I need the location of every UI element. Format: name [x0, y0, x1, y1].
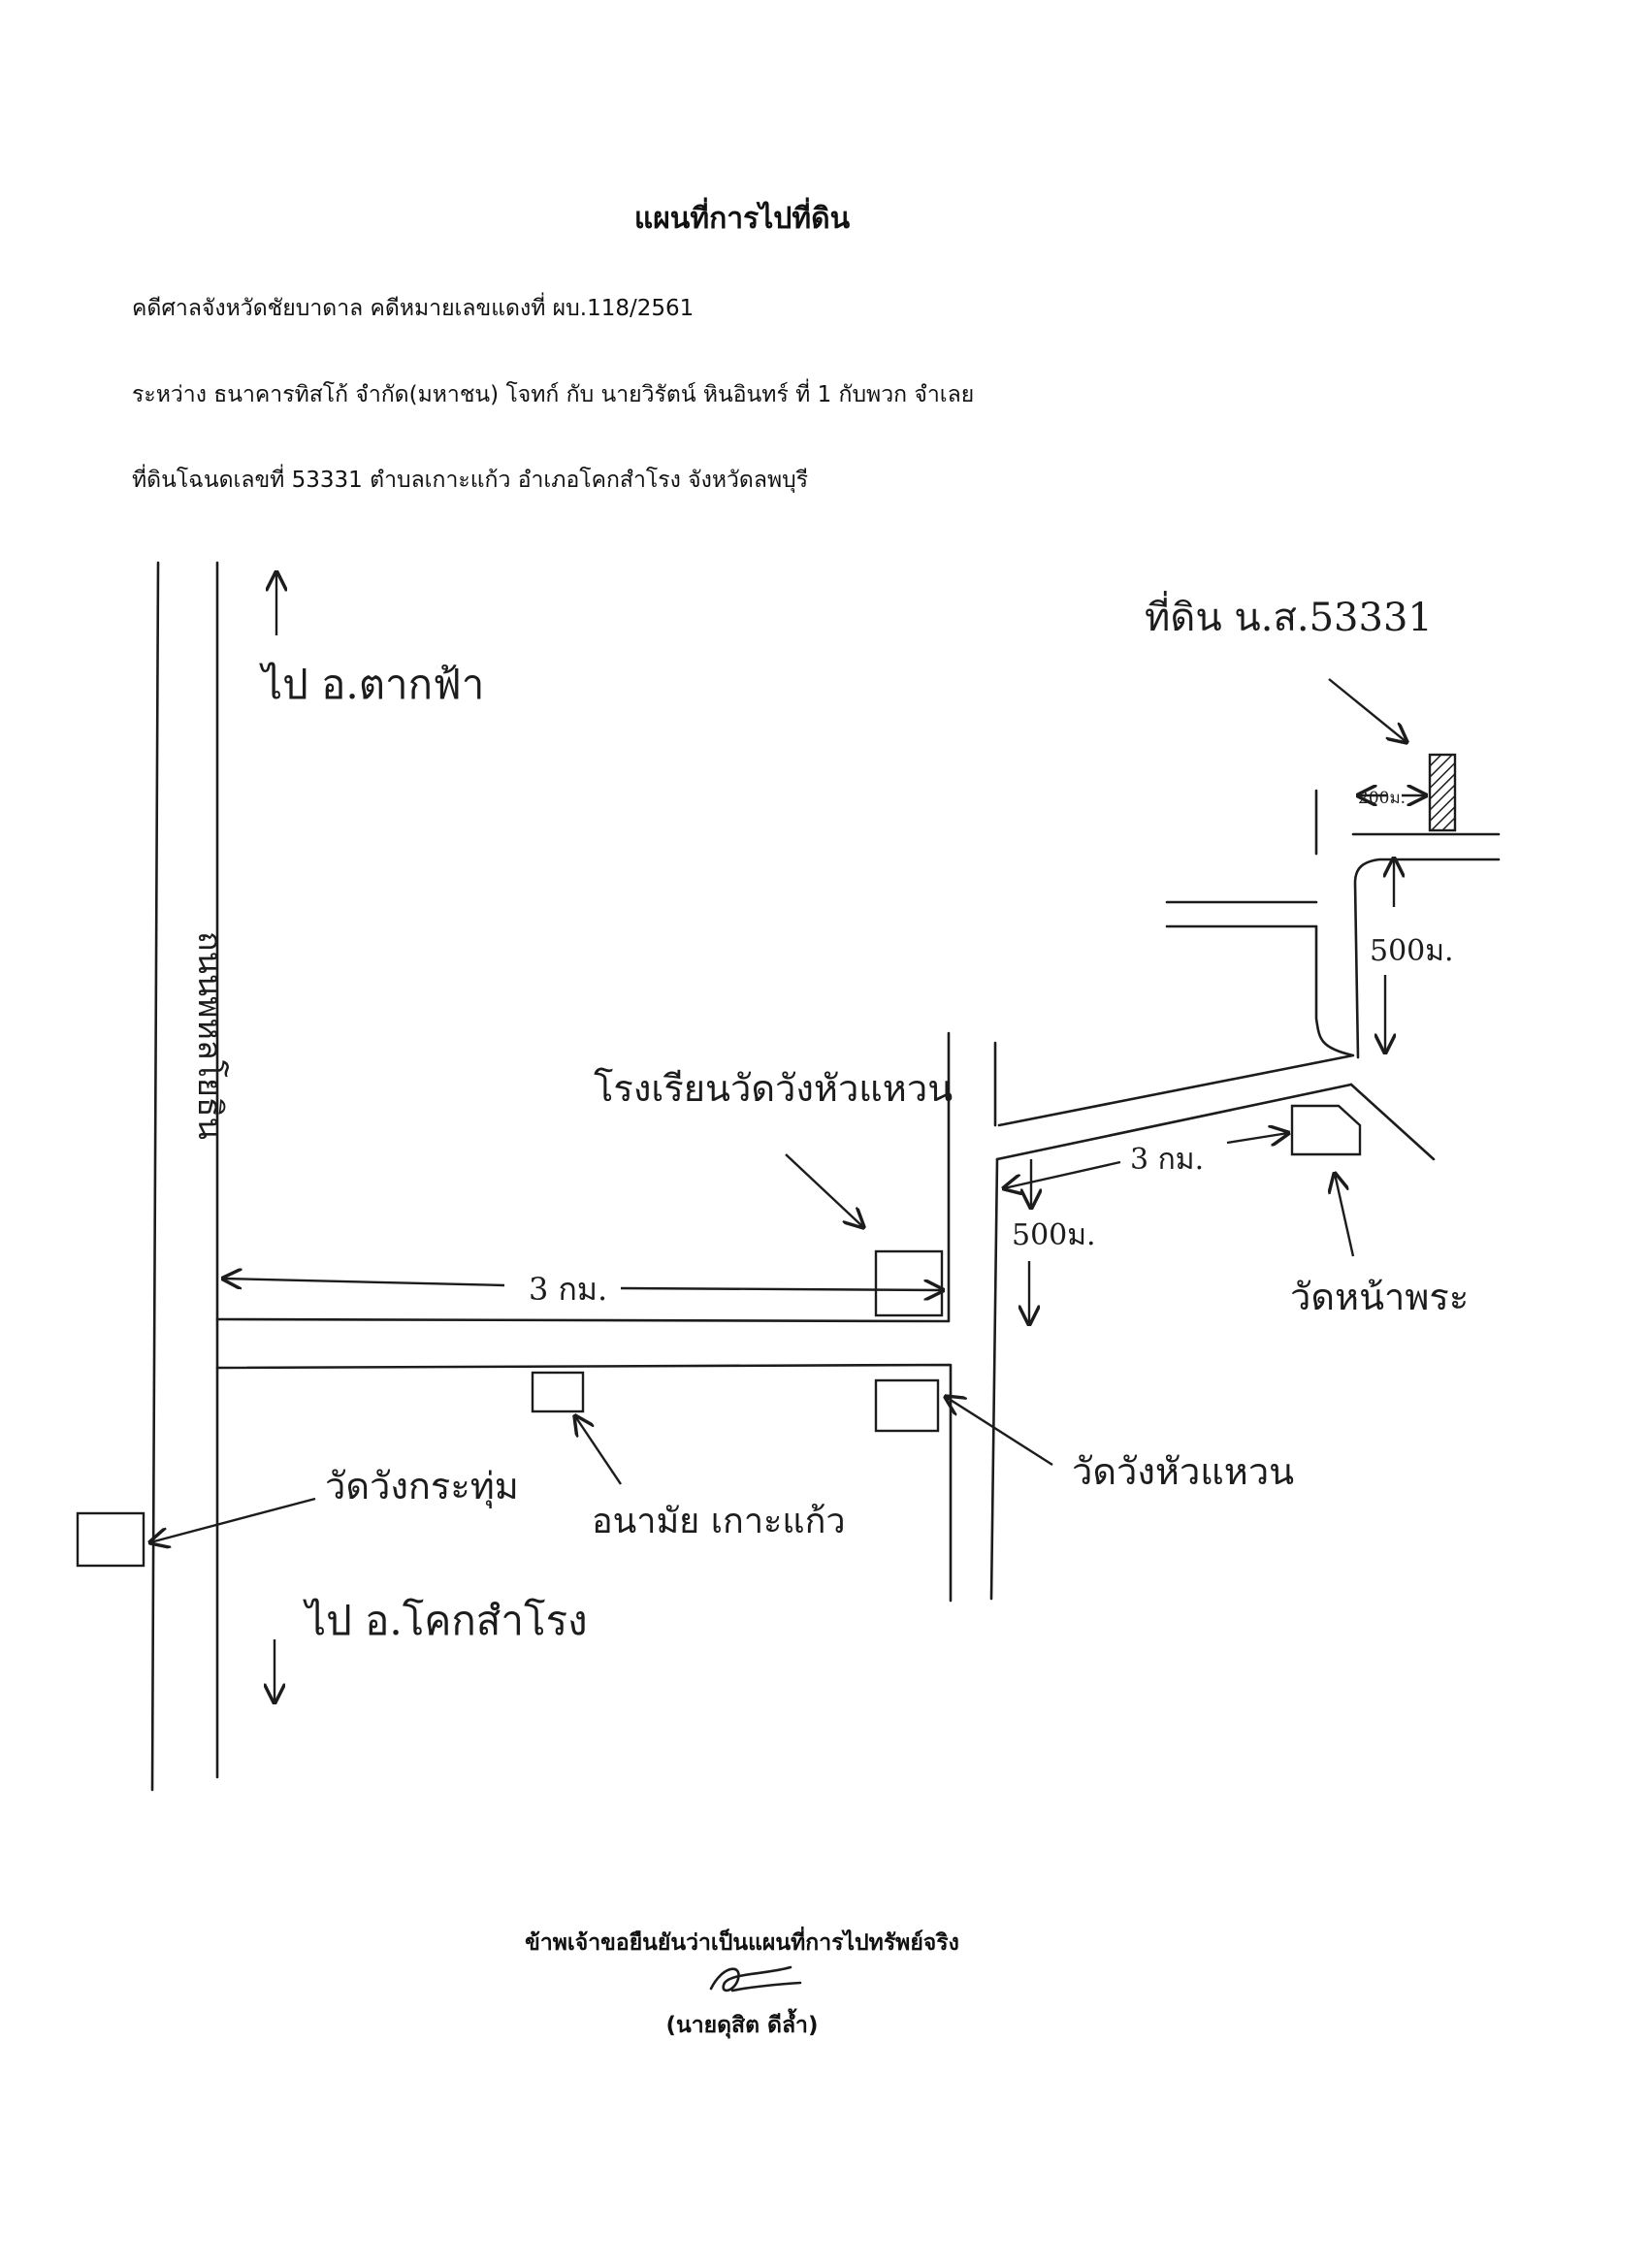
signature-mark: [709, 1965, 802, 1993]
northeast-road-east-edge: [1353, 858, 1501, 1059]
upper-3km-left-arrow: [1004, 1160, 1121, 1188]
branch-road-south-edge: [215, 1363, 953, 1779]
south-500m-distance-label: 500ม.: [1012, 1218, 1096, 1252]
north-500m-distance-label: 500ม.: [1370, 934, 1454, 968]
signatory-name: (นายดุสิต ดีล้ำ): [665, 2013, 819, 2038]
health-station-pointer-arrow: [575, 1416, 622, 1485]
document-title: แผนที่การไปที่ดิน: [633, 202, 851, 236]
temple-naphra-pointer-arrow: [1335, 1174, 1355, 1257]
temple-wanghuawaen-label: วัดวังหัวแหวน: [1072, 1450, 1294, 1493]
main-3km-right-arrow: [620, 1288, 943, 1290]
upper-road-north-edge: [997, 924, 1355, 1127]
land-plot-hatched-marker: [1428, 753, 1457, 832]
to-south-label: ไป อ.โคกสำโรง: [303, 1597, 588, 1644]
parties-line: ระหว่าง ธนาคารทิสโก้ จำกัด(มหาชน) โจทก์ …: [132, 382, 975, 407]
upper-road-south-edge: [995, 1083, 1353, 1161]
to-north-label: ไป อ.ตากฟ้า: [259, 661, 484, 708]
certification-text: ข้าพเจ้าขอยืนยันว่าเป็นแผนที่การไปทรัพย์…: [525, 1930, 959, 1956]
health-station-label: อนามัย เกาะแก้ว: [592, 1502, 846, 1541]
school-label: โรงเรียนวัดวังหัวแหวน: [594, 1067, 953, 1110]
main-3km-distance-label: 3 กม.: [529, 1271, 607, 1308]
land-plot-pointer-arrow: [1328, 678, 1406, 742]
upper-3km-distance-label: 3 กม.: [1130, 1143, 1204, 1177]
health-station-square: [531, 1371, 585, 1413]
to-plot-200m-distance-label: 200ม.: [1358, 789, 1406, 808]
land-title-line: ที่ดินโฉนดเลขที่ 53331 ตำบลเกาะแก้ว อำเภ…: [132, 468, 809, 493]
temple-naphra-outline: [1290, 1104, 1362, 1156]
main-3km-left-arrow: [223, 1279, 505, 1285]
temple-wangkrathum-pointer-arrow: [150, 1497, 316, 1542]
temple-wangkrathum-label: วัดวังกระทุ่ม: [325, 1465, 519, 1508]
temple-wangkrathum-square: [76, 1511, 146, 1568]
diagonal-road-edge: [1349, 1083, 1436, 1161]
temple-naphra-label: วัดหน้าพระ: [1290, 1276, 1469, 1318]
highway-name-label: ถนนพหลโยธิน: [190, 931, 229, 1140]
upper-3km-right-arrow: [1226, 1133, 1288, 1143]
side-road-west-edge: [989, 1041, 999, 1601]
land-plot-label: ที่ดิน น.ส.53331: [1145, 591, 1433, 640]
case-number-line: คดีศาลจังหวัดชัยบาดาล คดีหมายเลขแดงที่ ผ…: [132, 296, 695, 321]
branch-road-north-edge: [215, 1031, 951, 1323]
temple-wanghuawaen-pointer-arrow: [946, 1397, 1053, 1467]
highway-west-edge: [150, 561, 160, 1792]
temple-wanghuawaen-square: [874, 1378, 940, 1433]
school-building-square: [874, 1249, 944, 1317]
school-pointer-arrow: [785, 1153, 863, 1227]
